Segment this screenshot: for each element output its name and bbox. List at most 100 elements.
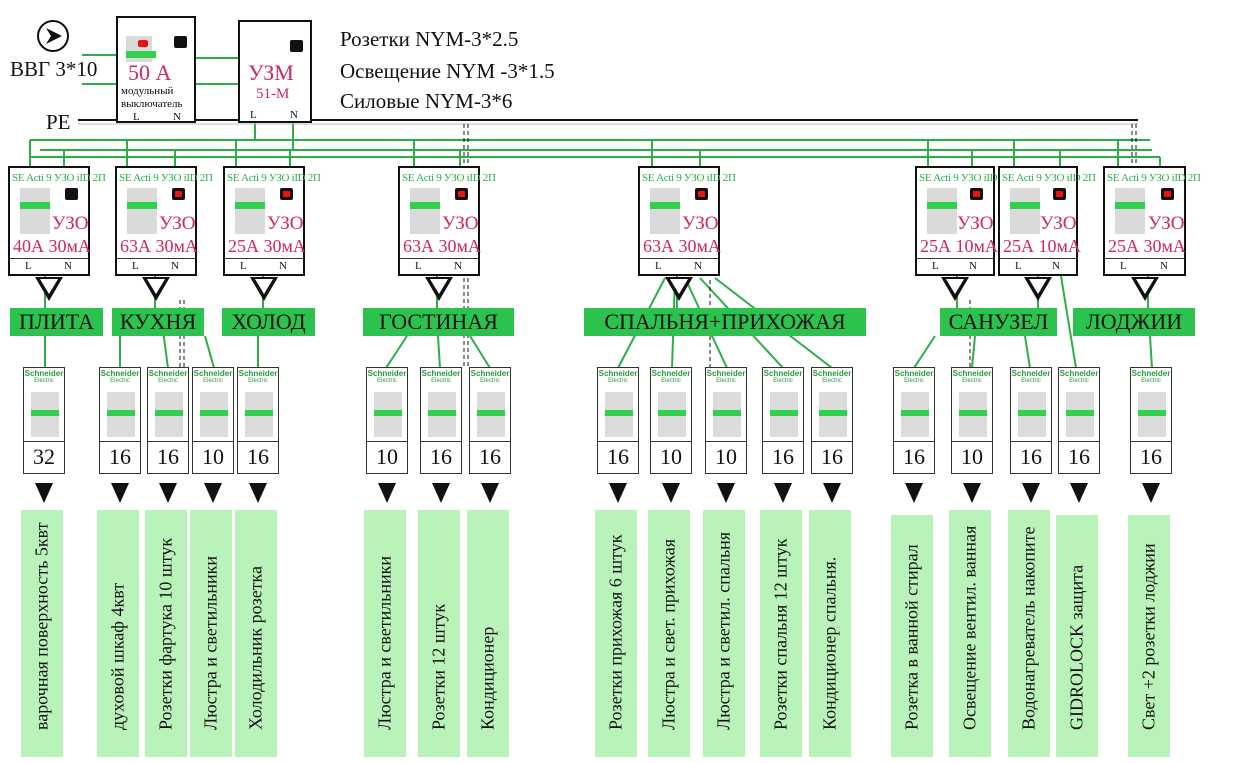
- rcd-output-triangle-inner: [147, 279, 165, 294]
- circuit-label: GIDROLOCK защита: [1056, 515, 1098, 757]
- circuit-breaker: Schneider Electric 16: [893, 367, 935, 474]
- rcd-output-triangle-inner: [40, 279, 58, 294]
- breaker-brand-sub: Electric: [962, 378, 982, 384]
- circuit-breaker: Schneider Electric 10: [951, 367, 993, 474]
- breaker-brand-sub: Electric: [661, 378, 681, 384]
- breaker-rating: 16: [1059, 441, 1099, 470]
- circuit-label-text: Кондиционер спальня.: [819, 556, 840, 730]
- rcd-n: N: [1160, 260, 1168, 272]
- rcd-output-triangle-icon: [665, 277, 693, 301]
- rcd-type: УЗО: [1148, 213, 1185, 234]
- group-label: ХОЛОД: [222, 308, 315, 336]
- breaker-output-arrow-icon: [963, 483, 981, 503]
- main-breaker-red-led: [138, 40, 148, 47]
- rcd-type: УЗО: [267, 213, 304, 234]
- rcd-head-label: SE Acti 9 УЗО iID 2П: [642, 172, 736, 184]
- circuit-label-text: Люстра и светильники: [200, 555, 221, 730]
- circuit-breaker: Schneider Electric 16: [1130, 367, 1172, 474]
- breaker-rating: 10: [651, 441, 691, 470]
- circuit-label: Люстра и светильники: [190, 510, 232, 757]
- breaker-brand-sub: Electric: [1141, 378, 1161, 384]
- rcd-rating: 25А 10мА: [1003, 236, 1081, 256]
- circuit-label: Свет +2 розетки лоджии: [1128, 515, 1170, 757]
- main-breaker-desc-1: модульный: [121, 85, 174, 97]
- rcd-device: SE Acti 9 УЗО iID 2П УЗО 25А 30мА L N: [1103, 166, 1201, 276]
- rcd-rating: 63А 30мА: [403, 236, 481, 256]
- rcd-l: L: [25, 260, 32, 272]
- breaker-rating: 10: [706, 441, 746, 470]
- legend-power: Силовые NYM-3*6: [340, 89, 513, 113]
- rcd-l: L: [240, 260, 247, 272]
- circuit-label: Люстра и светильники: [364, 510, 406, 757]
- rcd-switch-bar: [410, 202, 440, 209]
- rcd-rating: 40А 30мА: [13, 236, 91, 256]
- uzm-relay: УЗМ 51-М L N: [238, 20, 312, 123]
- rcd-output-triangle-inner: [946, 279, 964, 294]
- rcd-switch-body: [927, 188, 957, 234]
- breaker-brand-logo: Schneider: [24, 369, 64, 378]
- breaker-switch-bar: [605, 410, 633, 416]
- breaker-output-arrow-icon: [35, 483, 53, 503]
- breaker-switch-bar: [658, 410, 686, 416]
- circuit-label-text: Розетка в ванной стирал: [901, 544, 922, 730]
- breaker-brand-logo: Schneider: [193, 369, 233, 378]
- breaker-brand-sub: Electric: [377, 378, 397, 384]
- circuit-breaker: Schneider Electric 10: [650, 367, 692, 474]
- pe-bus: [78, 119, 1138, 125]
- circuit-breaker: Schneider Electric 16: [1058, 367, 1100, 474]
- rcd-indicator-icon: [1161, 188, 1174, 200]
- breaker-switch-bar: [200, 410, 228, 416]
- breaker-rating: 16: [598, 441, 638, 470]
- rcd-head-label: SE Acti 9 УЗО iID 2П: [402, 172, 496, 184]
- group-label: КУХНЯ: [112, 308, 204, 336]
- circuit-label: Холодильник розетка: [235, 510, 277, 757]
- group-label: СПАЛЬНЯ+ПРИХОЖАЯ: [584, 308, 866, 336]
- circuit-label-text: Розетки 12 штук: [428, 603, 449, 730]
- breaker-brand-sub: Electric: [822, 378, 842, 384]
- rcd-head-label: SE Acti 9 УЗО iID 2П: [1002, 172, 1096, 184]
- rcd-device: SE Acti 9 УЗО iID 2П УЗО 63А 30мА L N: [398, 166, 496, 276]
- circuit-label: Освещение вентил. ванная: [949, 510, 991, 757]
- breaker-rating: 16: [238, 441, 278, 470]
- breaker-brand-sub: Electric: [904, 378, 924, 384]
- rcd-indicator-icon: [172, 188, 185, 200]
- circuit-label-text: духовой шкаф 4квт: [107, 582, 128, 730]
- rcd-device: SE Acti 9 УЗО iID 2П УЗО 25А 30мА L N: [223, 166, 321, 276]
- rcd-indicator-icon: [1053, 188, 1066, 200]
- rcd-indicator-icon: [695, 188, 708, 200]
- rcd-divider: [10, 258, 88, 259]
- breaker-brand-logo: Schneider: [894, 369, 934, 378]
- rcd-l: L: [1015, 260, 1022, 272]
- circuit-label: варочная поверхность 5квт: [21, 510, 63, 757]
- rcd-head-label: SE Acti 9 УЗО iID 2П: [227, 172, 321, 184]
- wires-green: [29, 54, 1161, 369]
- rcd-l: L: [1120, 260, 1127, 272]
- main-breaker-rating: 50 А: [128, 60, 172, 85]
- rcd-switch-body: [235, 188, 265, 234]
- main-breaker-l: L: [133, 111, 140, 123]
- rcd-switch-body: [20, 188, 50, 234]
- breaker-brand-sub: Electric: [248, 378, 268, 384]
- circuit-label: Розетка в ванной стирал: [891, 515, 933, 757]
- rcd-type: УЗО: [52, 213, 89, 234]
- pe-label: PE: [46, 110, 71, 134]
- breaker-output-arrow-icon: [378, 483, 396, 503]
- rcd-rating: 25А 10мА: [920, 236, 998, 256]
- rcd-output-triangle-inner: [255, 279, 273, 294]
- rcd-type: УЗО: [682, 213, 719, 234]
- breaker-brand-logo: Schneider: [598, 369, 638, 378]
- group-label: ПЛИТА: [10, 308, 103, 336]
- circuit-breaker: Schneider Electric 16: [237, 367, 279, 474]
- rcd-switch-body: [1115, 188, 1145, 234]
- breaker-rating: 16: [1011, 441, 1051, 470]
- rcd-output-triangle-inner: [670, 279, 688, 294]
- breaker-rating: 16: [1131, 441, 1171, 470]
- rcd-divider: [640, 258, 718, 259]
- breaker-switch-bar: [477, 410, 505, 416]
- uzm-title: УЗМ: [248, 60, 294, 85]
- circuit-breaker: Schneider Electric 16: [99, 367, 141, 474]
- breaker-rating: 16: [812, 441, 852, 470]
- circuit-label: Люстра и светил. спальня: [703, 510, 745, 757]
- rcd-head-label: SE Acti 9 УЗО iID 2П: [119, 172, 213, 184]
- circuit-label: Водонагреватель накопите: [1008, 510, 1050, 757]
